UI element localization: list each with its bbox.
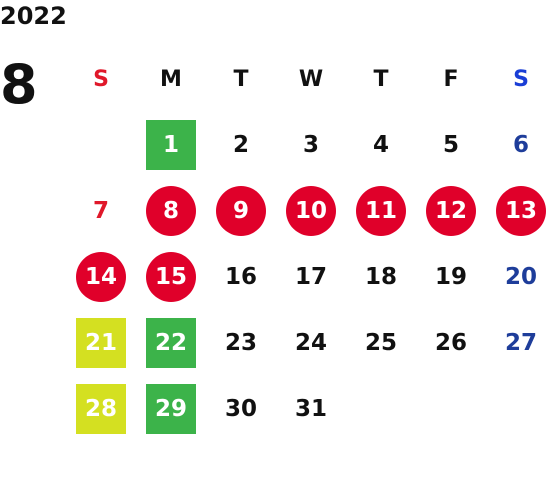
- day-cell: 25: [346, 310, 416, 376]
- day-number-holiday: 12: [426, 186, 476, 236]
- day-cell: 13: [486, 178, 548, 244]
- day-cell: 28: [66, 376, 136, 442]
- day-cell: 18: [346, 244, 416, 310]
- day-number-holiday: 9: [216, 186, 266, 236]
- day-number: 19: [434, 264, 467, 290]
- calendar-month: 8: [0, 53, 38, 116]
- day-number: 5: [442, 132, 459, 158]
- day-number: 2: [232, 132, 249, 158]
- day-cell-sunday: 7: [66, 178, 136, 244]
- day-cell: 30: [206, 376, 276, 442]
- day-cell: 26: [416, 310, 486, 376]
- weekday-header-mon: M: [160, 66, 182, 92]
- day-cell: 12: [416, 178, 486, 244]
- day-cell: 31: [276, 376, 346, 442]
- day-cell-saturday: 6: [486, 112, 548, 178]
- day-number: 30: [224, 396, 257, 422]
- day-number-holiday: 10: [286, 186, 336, 236]
- day-number: 25: [364, 330, 397, 356]
- calendar-year: 2022: [0, 2, 67, 30]
- day-cell: 2: [206, 112, 276, 178]
- weekday-header-sun: S: [93, 66, 109, 92]
- day-number: 7: [92, 198, 109, 224]
- day-cell: 5: [416, 112, 486, 178]
- day-cell-saturday: 20: [486, 244, 548, 310]
- day-number: 4: [372, 132, 389, 158]
- day-number: 6: [512, 132, 529, 158]
- day-cell-empty: [346, 376, 416, 442]
- day-number-holiday: 14: [76, 252, 126, 302]
- weekday-header-sat: S: [513, 66, 529, 92]
- day-number-green: 1: [146, 120, 196, 170]
- day-number: 27: [504, 330, 537, 356]
- day-cell: 19: [416, 244, 486, 310]
- day-cell: 11: [346, 178, 416, 244]
- day-cell: 10: [276, 178, 346, 244]
- day-number-holiday: 11: [356, 186, 406, 236]
- day-cell: 24: [276, 310, 346, 376]
- calendar-grid: S M T W T F S 1 2 3 4 5 6 7 8 9 10 11 12…: [66, 46, 548, 442]
- day-number: 31: [294, 396, 327, 422]
- day-cell: 22: [136, 310, 206, 376]
- day-cell: 14: [66, 244, 136, 310]
- weekday-header-thu: T: [373, 66, 389, 92]
- day-cell: 23: [206, 310, 276, 376]
- day-cell: 15: [136, 244, 206, 310]
- day-cell: 1: [136, 112, 206, 178]
- weekday-header-fri: F: [443, 66, 459, 92]
- day-cell: 3: [276, 112, 346, 178]
- day-number-holiday: 15: [146, 252, 196, 302]
- weekday-header-wed: W: [298, 66, 324, 92]
- day-number: 18: [364, 264, 397, 290]
- day-cell-empty: [486, 376, 548, 442]
- day-number: 20: [504, 264, 537, 290]
- day-number: 26: [434, 330, 467, 356]
- day-number: 23: [224, 330, 257, 356]
- day-number: 16: [224, 264, 257, 290]
- day-number-green: 29: [146, 384, 196, 434]
- day-number-green: 22: [146, 318, 196, 368]
- day-cell: 9: [206, 178, 276, 244]
- day-number: 17: [294, 264, 327, 290]
- day-number-yellow: 21: [76, 318, 126, 368]
- day-number-holiday: 8: [146, 186, 196, 236]
- day-cell-saturday: 27: [486, 310, 548, 376]
- day-cell: 8: [136, 178, 206, 244]
- day-number-yellow: 28: [76, 384, 126, 434]
- day-cell-empty: [416, 376, 486, 442]
- day-cell: 16: [206, 244, 276, 310]
- day-cell: 17: [276, 244, 346, 310]
- day-number-holiday: 13: [496, 186, 546, 236]
- weekday-header-tue: T: [233, 66, 249, 92]
- day-cell: 29: [136, 376, 206, 442]
- day-cell: 21: [66, 310, 136, 376]
- day-cell-empty: [66, 112, 136, 178]
- day-number: 3: [302, 132, 319, 158]
- day-cell: 4: [346, 112, 416, 178]
- day-number: 24: [294, 330, 327, 356]
